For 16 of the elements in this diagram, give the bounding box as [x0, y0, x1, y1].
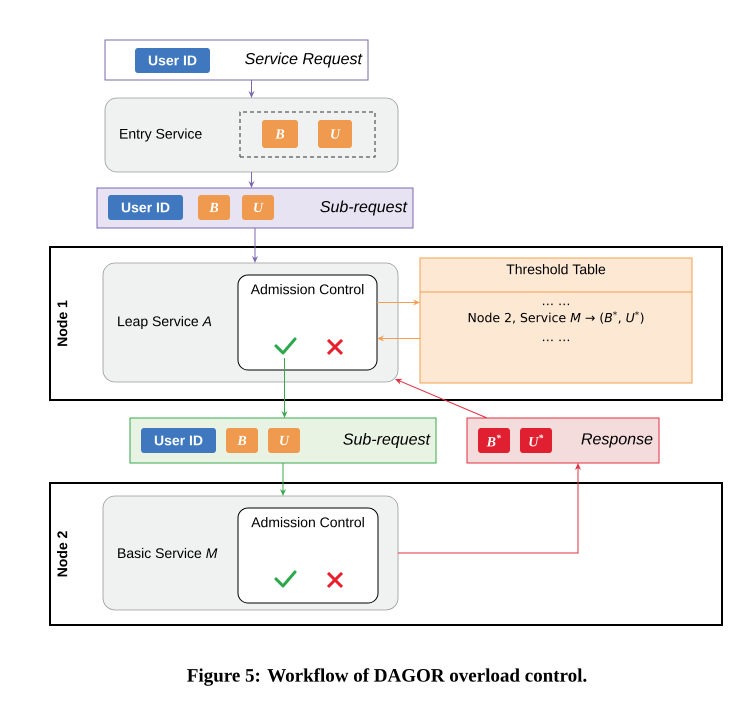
priority-tag: U: [268, 428, 300, 453]
priority-tag: U: [242, 194, 274, 220]
threshold-table: Threshold Table … … Node 2, Service M → (B$^{*}$, U$^{*}$) … …: [420, 257, 692, 384]
priority-tag: B: [198, 194, 230, 220]
priority-tag: B: [262, 120, 298, 148]
control-box: Admission Control: [238, 274, 378, 370]
id-tag: User ID: [108, 194, 183, 220]
priority-tag: B: [226, 428, 258, 453]
control-box: Admission Control: [238, 507, 378, 604]
priority-tag: B$^{*}$: [478, 428, 510, 453]
caption: Figure 5: Workflow of DAGOR overload control.: [187, 668, 586, 686]
priority-tag: U: [318, 120, 352, 148]
id-tag: User ID: [135, 48, 210, 73]
dashed-box: [240, 111, 376, 158]
id-tag: User ID: [141, 428, 216, 453]
priority-tag: U$^{*}$: [520, 428, 552, 453]
